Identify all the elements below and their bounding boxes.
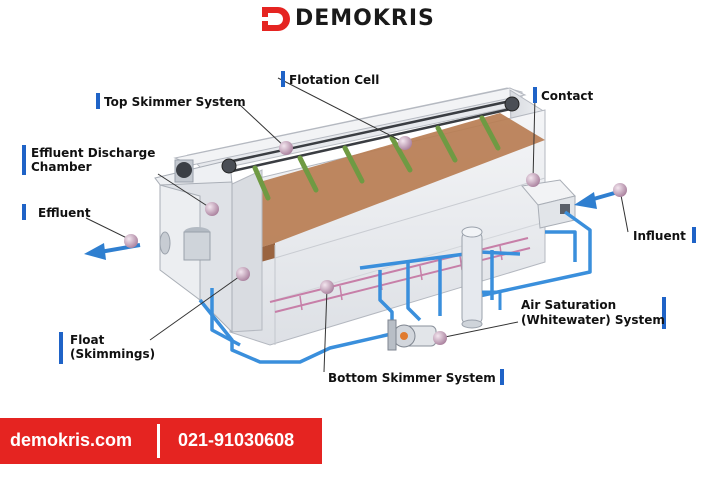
top-skimmer-label: Top Skimmer System xyxy=(104,95,246,109)
top-skimmer xyxy=(221,96,520,201)
callout-markers xyxy=(124,136,627,345)
website-link[interactable]: demokris.com xyxy=(10,430,133,450)
influent-label-bar xyxy=(692,227,696,243)
recycle-pump xyxy=(387,319,437,351)
float-label-line2: (Skimmings) xyxy=(70,347,156,361)
brand-name: DEMOKRIS xyxy=(295,6,435,31)
flotation-cell-label-bar xyxy=(281,71,285,87)
bottom-skimmer-label: Bottom Skimmer System xyxy=(328,371,496,385)
contact-label-bar xyxy=(533,87,537,103)
leader-lines xyxy=(85,77,629,373)
influent-arrow xyxy=(574,190,619,209)
bottom-skimmer-label-bar xyxy=(500,369,504,385)
effluent-chamber xyxy=(154,159,233,334)
tank xyxy=(173,87,546,346)
brand-logo: DEMOKRIS xyxy=(262,6,435,32)
air-saturation-vessel xyxy=(461,226,502,329)
contact-banner: demokris.com 021-91030608 xyxy=(0,418,322,464)
effluent-discharge-label-bar xyxy=(22,145,26,175)
air-saturation-label-bar xyxy=(662,297,666,329)
piping xyxy=(198,210,592,364)
effluent-label: Effluent xyxy=(38,206,91,220)
air-saturation-label-line2: (Whitewater) System xyxy=(521,313,665,327)
banner-divider xyxy=(157,424,160,458)
float-label-bar xyxy=(59,332,63,364)
float-label-line1: Float xyxy=(70,333,105,347)
contact-label: Contact xyxy=(541,89,594,103)
phone-number[interactable]: 021-91030608 xyxy=(178,430,295,450)
top-skimmer-label-bar xyxy=(96,93,100,109)
demokris-logo-mark-icon xyxy=(262,7,290,31)
air-saturation-label-line1: Air Saturation xyxy=(521,298,617,312)
flotation-cell-label: Flotation Cell xyxy=(289,73,380,87)
influent-label: Influent xyxy=(633,229,686,243)
effluent-discharge-label-line2: Chamber xyxy=(31,160,92,174)
effluent-label-bar xyxy=(22,204,26,220)
effluent-discharge-label-line1: Effluent Discharge xyxy=(31,146,156,160)
